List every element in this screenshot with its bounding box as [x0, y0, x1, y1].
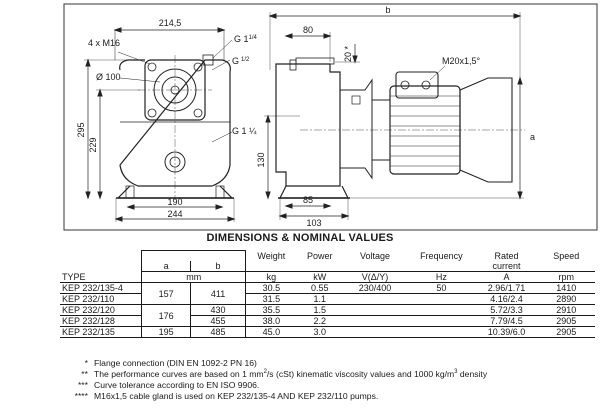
pump-side-view [264, 12, 525, 220]
col-weight: Weight [257, 250, 286, 261]
dim-height-total: 295 [76, 122, 86, 137]
header-row-2: a b current [60, 261, 595, 272]
footnote: * Flange connection (DIN EN 1092-2 PN 16… [84, 358, 257, 368]
dim-a-label: a [530, 132, 535, 142]
col-rated: Rated [494, 250, 519, 261]
table-title: DIMENSIONS & NOMINAL VALUES [206, 232, 394, 244]
col-power: Power [306, 250, 333, 261]
unit-rpm: rpm [537, 271, 595, 283]
dim-circle-label: Ø 100 [96, 72, 121, 82]
dim-103-label: 103 [306, 218, 321, 228]
col-speed: Speed [553, 250, 580, 261]
unit-a: A [475, 271, 538, 283]
unit-kw: kW [296, 271, 343, 283]
pump-front-view [84, 27, 236, 222]
col-type: TYPE [60, 271, 142, 283]
drawing-frame [63, 3, 598, 231]
unit-hz: Hz [407, 271, 476, 283]
table-row: KEP 232/128 455 38.0 2.2 7.79/4.5 2905 [60, 315, 595, 327]
table-row: KEP 232/135-4 157 411 30.5 0.55 230/400 … [60, 282, 595, 305]
dim-m20-label: M20x1,5° [442, 56, 481, 66]
g-side-label: G 1 ¼ [232, 126, 257, 136]
header-row-1: Weight Power Voltage Frequency Rated Spe… [60, 250, 595, 261]
col-b: b [190, 261, 247, 272]
dim-85-label: 85 [303, 195, 313, 205]
g-top-a-label: G 11/4 [234, 34, 258, 44]
col-mm: mm [141, 271, 247, 283]
dim-80-label: 80 [303, 25, 313, 35]
table-row: KEP 232/135 195 485 45.0 3.0 10.39/6.0 2… [60, 326, 595, 338]
table-row: KEP 232/110 31.5 1.1 4.16/2.4 2890 [60, 293, 595, 305]
col-frequency: Frequency [420, 250, 463, 261]
col-voltage: Voltage [359, 250, 391, 261]
dim-b-label: b [385, 5, 390, 15]
footnote: *** Curve tolerance according to EN ISO … [77, 380, 260, 390]
dim-thread-label: 4 x M16 [88, 38, 120, 48]
table-row: KEP 232/120 176 430 35.5 1.5 5.72/3.3 29… [60, 304, 595, 327]
dim-130-label: 130 [256, 152, 266, 167]
header-units-row: TYPE mm kg kW V(Δ/Y) Hz A rpm [60, 271, 595, 283]
unit-v: V(Δ/Y) [342, 271, 408, 283]
dim-base-inner: 190 [167, 197, 182, 207]
dim-height-inner: 229 [88, 137, 98, 152]
dimensions-table: Weight Power Voltage Frequency Rated Spe… [60, 250, 595, 338]
col-a: a [141, 261, 191, 272]
footnotes: * Flange connection (DIN EN 1092-2 PN 16… [62, 358, 488, 402]
col-rated-2: current [492, 261, 521, 271]
footnote: ** The performance curves are based on 1… [81, 369, 488, 379]
unit-kg: kg [245, 271, 297, 283]
footnote: **** M16x1,5 cable gland is used on KEP … [74, 391, 379, 401]
dim-20-label: 20 * [343, 45, 353, 62]
dim-base-outer: 244 [167, 209, 182, 219]
dim-width-top: 214,5 [159, 18, 182, 28]
